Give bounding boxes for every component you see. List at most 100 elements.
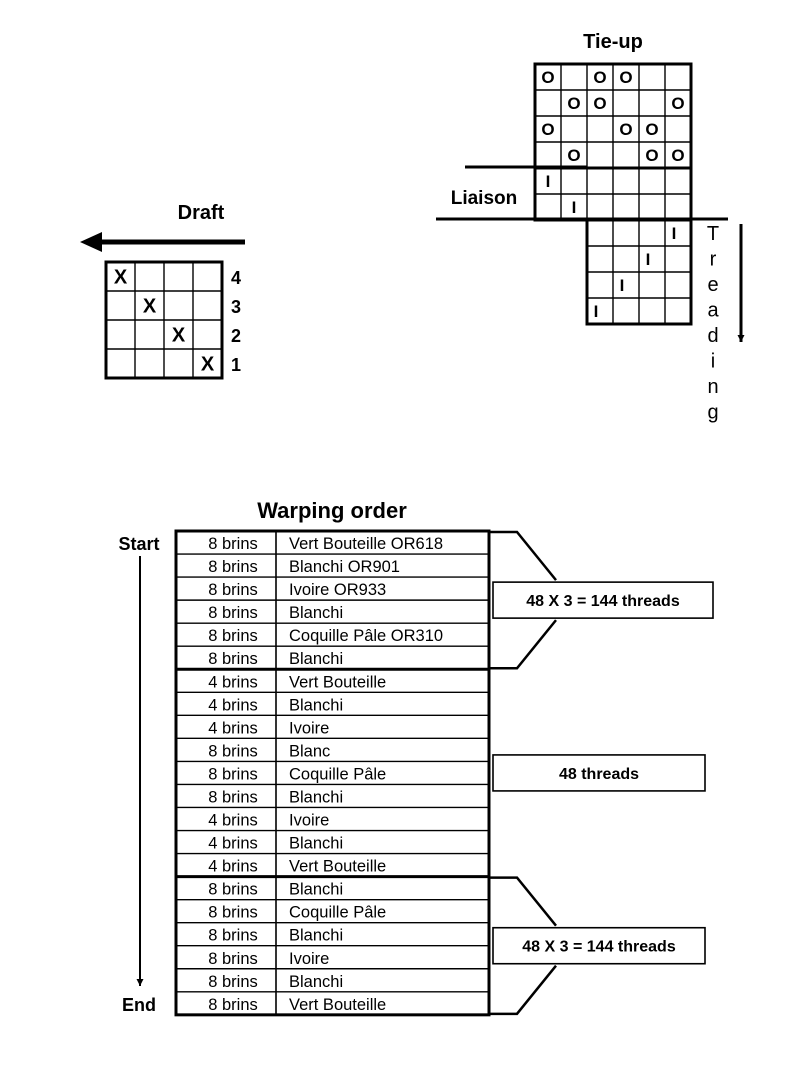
group-summary-text: 48 X 3 = 144 threads [522, 939, 676, 956]
warping-row-color: Blanchi [289, 604, 343, 622]
tieup-mark: O [671, 146, 684, 165]
group-bracket-top [489, 530, 557, 581]
warping-row-count: 8 brins [208, 742, 258, 760]
warping-row-count: 8 brins [208, 973, 258, 991]
treading-mark: I [594, 302, 599, 321]
warping-table-border [174, 529, 491, 1017]
tieup-title: Tie-up [583, 31, 643, 53]
draft-title: Draft [178, 202, 225, 224]
treading-grid: I I I I [585, 218, 693, 326]
warping-summaries: 48 X 3 = 144 threads 48 threads 48 X 3 = 1… [489, 530, 714, 1016]
tieup-mark: O [593, 94, 606, 113]
treading-mark: I [620, 276, 625, 295]
tieup-mark: O [567, 94, 580, 113]
warping-order-title: Warping order [257, 498, 407, 523]
warping-row-color: Blanchi [289, 973, 343, 991]
warping-row-color: Blanchi [289, 881, 343, 899]
draft-mark: X [201, 354, 215, 376]
warping-row-count: 8 brins [208, 627, 258, 645]
warping-row-color: Ivoire [289, 719, 329, 737]
draft-row-number: 3 [231, 297, 241, 317]
warping-row-count: 4 brins [208, 673, 258, 691]
treading-letter: T [707, 223, 719, 245]
draft-mark: X [143, 296, 157, 318]
treading-border [585, 218, 693, 326]
tieup-mark: O [645, 120, 658, 139]
warping-row-color: Ivoire OR933 [289, 581, 386, 599]
treading-letter: i [711, 351, 715, 373]
treading-mark: I [672, 224, 677, 243]
treading-letter: n [707, 376, 718, 398]
draft-direction-arrow-head [80, 232, 102, 252]
end-label: End [122, 995, 156, 1015]
warping-row-color: Blanchi [289, 696, 343, 714]
treading-letter: e [707, 274, 718, 296]
warping-row-color: Ivoire [289, 812, 329, 830]
warping-row-color: Blanc [289, 742, 330, 760]
warping-row-color: Coquille Pâle OR310 [289, 627, 443, 645]
draft-row-number: 2 [231, 326, 241, 346]
warping-row-color: Blanchi [289, 788, 343, 806]
warping-row-count: 8 brins [208, 927, 258, 945]
group-summary-box [492, 754, 706, 792]
draft-row-number: 4 [231, 268, 241, 288]
warping-row-color: Blanchi OR901 [289, 558, 400, 576]
tieup-mark: O [619, 120, 632, 139]
tieup-mark: O [541, 68, 554, 87]
group-summary-text: 48 threads [559, 766, 639, 783]
warping-row-count: 8 brins [208, 535, 258, 553]
warping-row-color: Coquille Pâle [289, 904, 386, 922]
tieup-mark: O [541, 120, 554, 139]
liaison-label: Liaison [451, 188, 518, 209]
warping-row-color: Coquille Pâle [289, 765, 386, 783]
tieup-mark: O [619, 68, 632, 87]
warping-row-count: 8 brins [208, 765, 258, 783]
warping-row-color: Blanchi [289, 927, 343, 945]
warping-row-count: 8 brins [208, 788, 258, 806]
warping-row-color: Ivoire [289, 950, 329, 968]
treading-letter: g [707, 402, 718, 424]
liaison-mark: I [546, 172, 551, 191]
warping-row-count: 8 brins [208, 904, 258, 922]
warping-row-color: Vert Bouteille [289, 858, 386, 876]
warping-row-color: Blanchi [289, 835, 343, 853]
warping-row-count: 4 brins [208, 835, 258, 853]
warping-row-count: 8 brins [208, 581, 258, 599]
liaison-mark: I [572, 198, 577, 217]
warping-row-count: 4 brins [208, 719, 258, 737]
draft-mark: X [114, 267, 128, 289]
group-summary-box [492, 926, 706, 965]
draft-border [104, 260, 224, 380]
tieup-mark: O [645, 146, 658, 165]
warping-row-count: 8 brins [208, 604, 258, 622]
group-bracket-bottom [489, 619, 557, 670]
warping-row-count: 8 brins [208, 996, 258, 1014]
treading-mark: I [646, 250, 651, 269]
tieup-mark: O [671, 94, 684, 113]
draft-mark: X [172, 325, 186, 347]
treading-letter: r [710, 249, 717, 271]
warping-row-count: 4 brins [208, 696, 258, 714]
warping-row-color: Vert Bouteille OR618 [289, 535, 443, 553]
liaison-grid: II [533, 166, 693, 222]
treading-letter: d [707, 325, 718, 347]
warping-row-count: 8 brins [208, 881, 258, 899]
group-summary-text: 48 X 3 = 144 threads [526, 593, 680, 610]
warping-row-count: 8 brins [208, 558, 258, 576]
draft-row-number: 1 [231, 355, 241, 375]
warping-row-count: 8 brins [208, 950, 258, 968]
warping-row-color: Vert Bouteille [289, 996, 386, 1014]
group-summary-box [492, 581, 714, 619]
warping-row-count: 8 brins [208, 650, 258, 668]
tieup-mark: O [567, 146, 580, 165]
warping-row-color: Vert Bouteille [289, 673, 386, 691]
warping-row-count: 4 brins [208, 858, 258, 876]
